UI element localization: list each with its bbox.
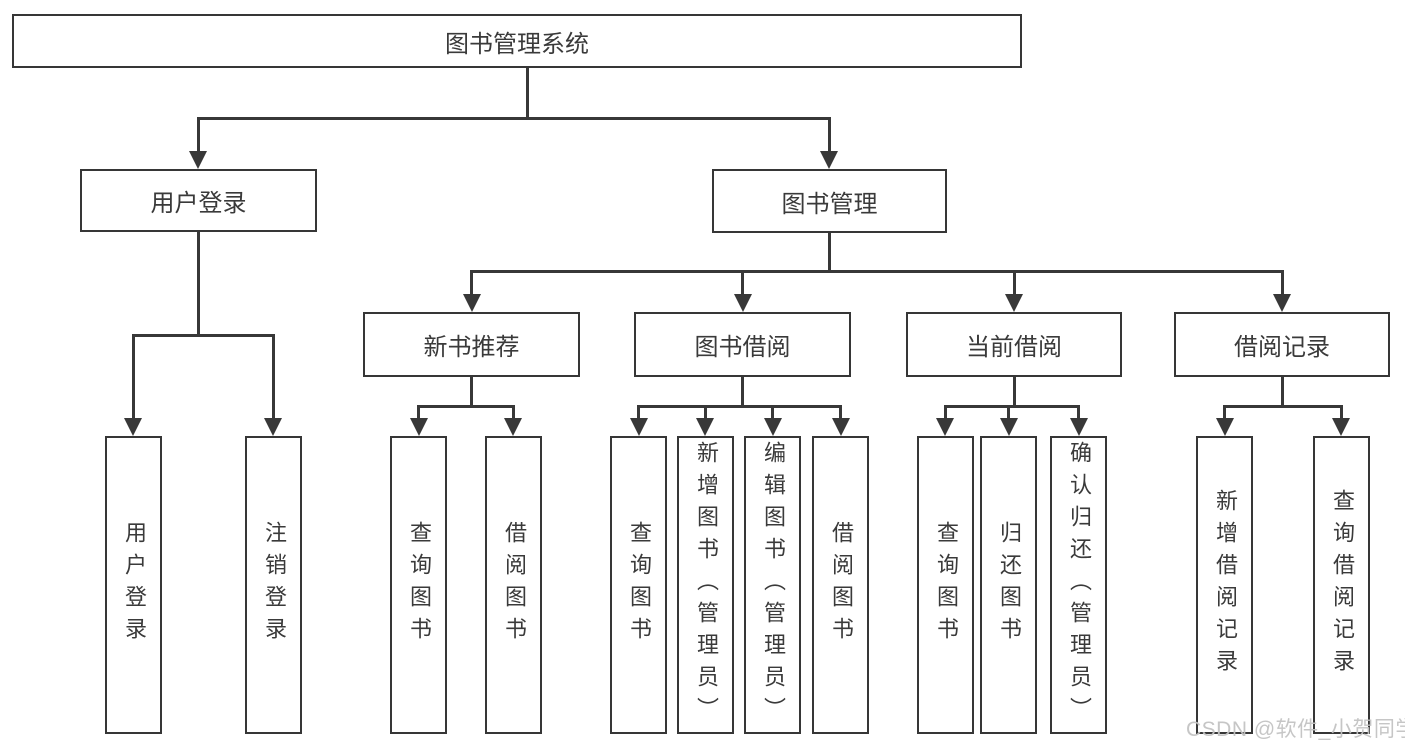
leaf-return-book: 归还图书 xyxy=(980,436,1037,734)
connector-stem xyxy=(132,334,135,420)
node-user-login: 用户登录 xyxy=(80,169,317,232)
node-book-management: 图书管理 xyxy=(712,169,947,233)
connector-stem xyxy=(470,377,473,407)
arrowhead xyxy=(630,418,648,436)
connector-bar xyxy=(417,405,515,408)
connector-stem xyxy=(944,405,947,421)
connector-root-stem xyxy=(526,68,529,118)
arrowhead xyxy=(936,418,954,436)
connector-stem xyxy=(197,232,200,334)
leaf-add-book-admin: 新增图书（管理员） xyxy=(677,436,734,734)
leaf-query-books-borrow: 查询图书 xyxy=(610,436,667,734)
connector-stem xyxy=(828,233,831,270)
leaf-user-login: 用户登录 xyxy=(105,436,162,734)
connector-stem xyxy=(1013,270,1016,296)
connector-stem xyxy=(1077,405,1080,421)
arrowhead xyxy=(124,418,142,436)
leaf-borrow-books-recommend: 借阅图书 xyxy=(485,436,542,734)
arrowhead xyxy=(696,418,714,436)
arrowhead xyxy=(504,418,522,436)
csdn-watermark: CSDN @软件_小贺同学 xyxy=(1186,718,1405,741)
connector-level1-bar xyxy=(197,117,831,120)
connector-stem xyxy=(839,405,842,421)
arrowhead xyxy=(1000,418,1018,436)
connector-stem xyxy=(771,405,774,421)
node-current-borrow: 当前借阅 xyxy=(906,312,1122,377)
connector-stem xyxy=(828,117,831,153)
arrowhead xyxy=(189,151,207,169)
arrowhead xyxy=(410,418,428,436)
connector-stem xyxy=(741,377,744,407)
leaf-edit-book-admin: 编辑图书（管理员） xyxy=(744,436,801,734)
connector-stem xyxy=(1340,405,1343,421)
arrowhead xyxy=(463,294,481,312)
connector-stem xyxy=(1281,377,1284,407)
leaf-confirm-return-admin: 确认归还（管理员） xyxy=(1050,436,1107,734)
connector-bar xyxy=(637,405,842,408)
leaf-query-books-current: 查询图书 xyxy=(917,436,974,734)
connector-stem xyxy=(417,405,420,421)
arrowhead xyxy=(1273,294,1291,312)
connector-stem xyxy=(197,117,200,153)
connector-stem xyxy=(704,405,707,421)
arrowhead xyxy=(264,418,282,436)
connector-stem xyxy=(1223,405,1226,421)
connector-bar xyxy=(1223,405,1343,408)
arrowhead xyxy=(1216,418,1234,436)
arrowhead xyxy=(1332,418,1350,436)
connector-stem xyxy=(272,334,275,420)
connector-stem xyxy=(637,405,640,421)
leaf-add-borrow-record: 新增借阅记录 xyxy=(1196,436,1253,734)
arrowhead xyxy=(1070,418,1088,436)
node-book-borrow: 图书借阅 xyxy=(634,312,851,377)
connector-stem xyxy=(741,270,744,296)
connector-bar xyxy=(944,405,1080,408)
connector-bar xyxy=(132,334,275,337)
arrowhead xyxy=(764,418,782,436)
node-new-book-recommend: 新书推荐 xyxy=(363,312,580,377)
node-root: 图书管理系统 xyxy=(12,14,1022,68)
connector-stem xyxy=(1007,405,1010,421)
arrowhead xyxy=(832,418,850,436)
connector-stem xyxy=(1281,270,1284,296)
connector-stem xyxy=(470,270,473,296)
connector-stem xyxy=(512,405,515,421)
arrowhead xyxy=(1005,294,1023,312)
connector-level2-bar xyxy=(470,270,1284,273)
leaf-borrow-books: 借阅图书 xyxy=(812,436,869,734)
node-borrow-records: 借阅记录 xyxy=(1174,312,1390,377)
connector-stem xyxy=(1013,377,1016,407)
leaf-query-borrow-record: 查询借阅记录 xyxy=(1313,436,1370,734)
arrowhead xyxy=(820,151,838,169)
leaf-query-books-recommend: 查询图书 xyxy=(390,436,447,734)
leaf-logout: 注销登录 xyxy=(245,436,302,734)
arrowhead xyxy=(734,294,752,312)
